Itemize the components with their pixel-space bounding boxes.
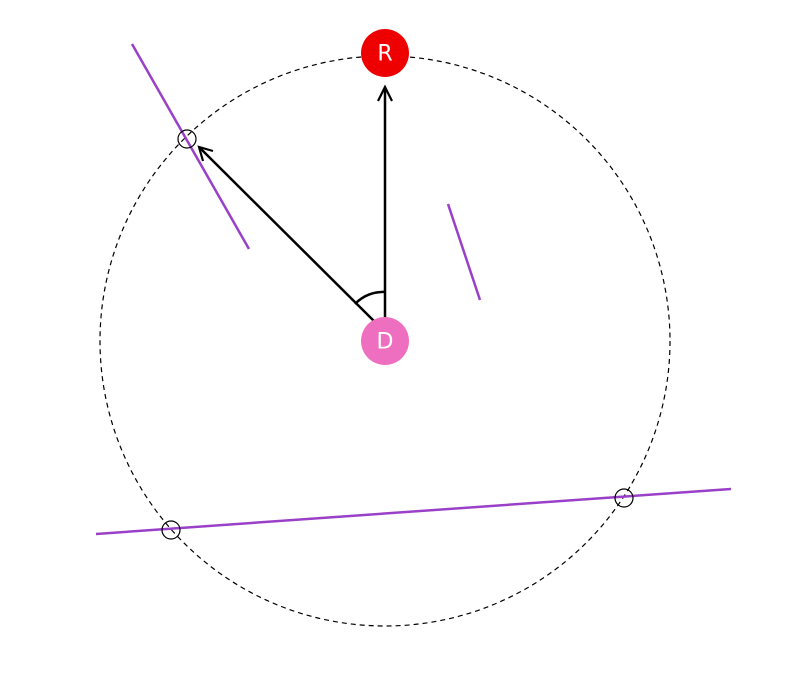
vector-to-intersection-arrowhead <box>197 145 214 162</box>
wall-segment-bottom <box>95 487 732 536</box>
robot-node <box>361 29 409 77</box>
intersection-marker-bottom-right <box>614 488 634 508</box>
angle-arc-icon <box>354 290 386 305</box>
robot-node-label: R <box>377 42 392 67</box>
vector-to-intersection <box>199 147 385 332</box>
drone-node-label: D <box>377 330 394 355</box>
intersection-marker-upper-left <box>177 129 197 149</box>
drone-node <box>361 317 409 365</box>
wall-segment-upper-left <box>130 43 251 250</box>
wall-segment-center-right <box>446 203 482 301</box>
intersection-marker-bottom-left <box>161 520 181 540</box>
vector-to-robot-arrowhead <box>377 84 393 102</box>
